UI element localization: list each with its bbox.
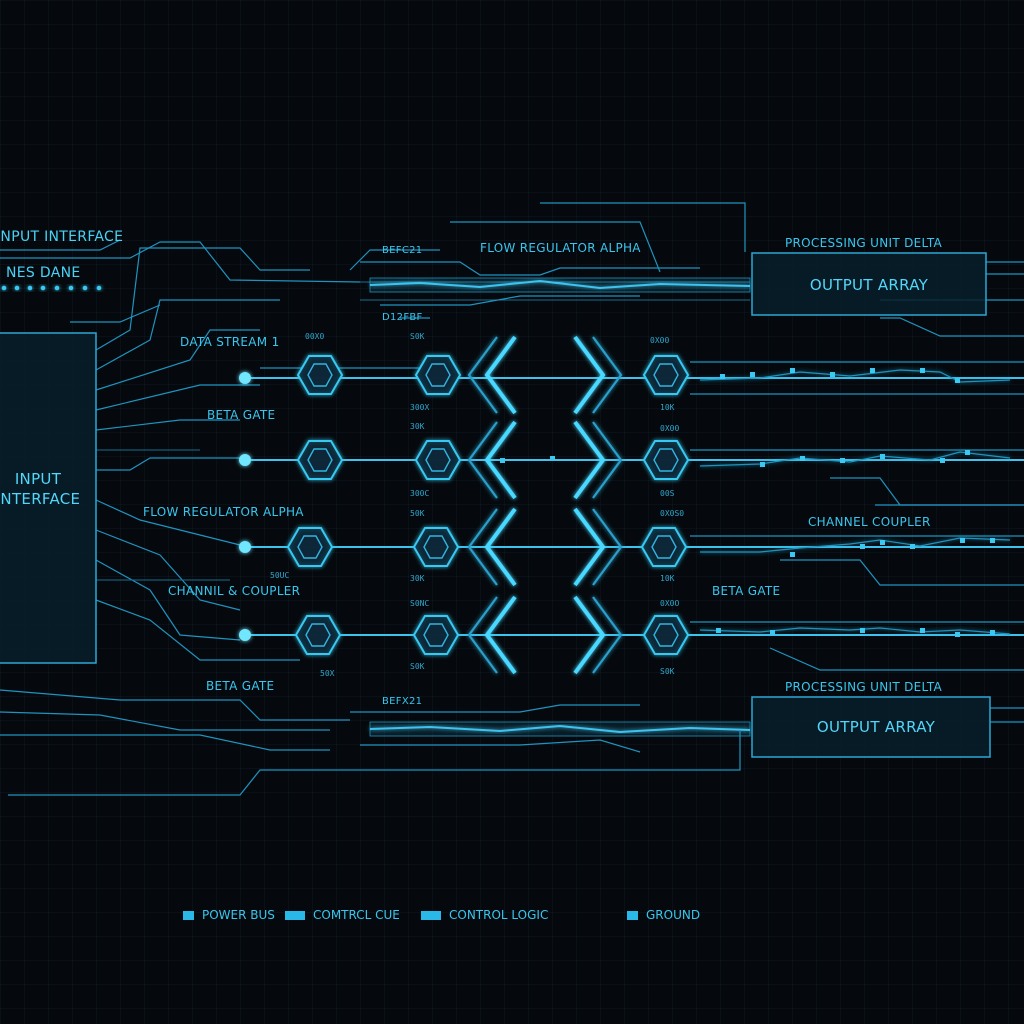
svg-text:S0K: S0K [410,332,425,341]
channel-coupler-label: CHANNIL & COUPLER [168,584,300,598]
svg-text:00S: 00S [660,489,675,498]
top-bus-strip [349,202,751,319]
hex-node [412,615,460,655]
code-label: D12FBF [382,312,423,323]
chevron-pair [467,420,623,500]
channel-coupler-label: CHANNEL COUPLER [808,515,931,529]
output-array-label: OUTPUT ARRAY [810,276,929,294]
svg-text:0X00: 0X00 [650,336,669,345]
svg-text:10K: 10K [660,574,675,583]
svg-text:00X0: 00X0 [305,332,324,341]
legend-item: GROUND [627,906,700,924]
hex-node [294,615,342,655]
svg-text:300X: 300X [410,403,429,412]
legend-swatch [285,910,305,920]
svg-text:10K: 10K [660,403,675,412]
flow-regulator-label: FLOW REGULATOR ALPHA [480,241,641,255]
output-array-box-bottom: OUTPUT ARRAY [751,696,1024,758]
bottom-bus-strip [330,704,751,771]
input-wires [0,239,361,796]
chevron-pair [467,595,623,675]
output-array-box-top: OUTPUT ARRAY [751,252,1024,316]
output-array-label: OUTPUT ARRAY [817,718,936,736]
diagram-labels: INPUT INTERFACE NES DANE DATA STREAM 1 B… [0,229,943,707]
hex-node [286,527,334,567]
lines-dane-label: NES DANE [6,265,81,281]
legend-swatch [421,910,441,920]
input-interface-box-line2: INTERFACE [0,490,80,508]
svg-text:30K: 30K [410,574,425,583]
processing-unit-label: PROCESSING UNIT DELTA [785,236,943,250]
code-label: BEFC21 [382,245,422,256]
hex-node [642,615,690,655]
hex-node [642,440,690,480]
hex-node [640,527,688,567]
chevron-pair [467,507,623,587]
legend-label: POWER BUS [202,908,275,922]
processing-unit-label: PROCESSING UNIT DELTA [785,680,943,694]
svg-text:30K: 30K [410,422,425,431]
svg-text:300C: 300C [410,489,429,498]
hex-node [414,355,462,395]
svg-text:0X00: 0X00 [660,424,679,433]
legend-label: GROUND [646,908,701,922]
dotted-signal-line [1,285,102,291]
legend-item: POWER BUS [183,906,275,924]
legend-item: COMTRCL CUE [285,906,400,924]
hex-node [296,355,344,395]
svg-text:50UC: 50UC [270,571,289,580]
svg-text:0X0O: 0X0O [660,599,679,608]
hex-node [296,440,344,480]
svg-text:50X: 50X [320,669,335,678]
legend-item: CONTROL LOGIC [421,906,548,924]
legend-swatch [183,910,194,920]
input-interface-box-line1: INPUT [15,470,62,488]
hex-node [642,355,690,395]
legend-label: CONTROL LOGIC [449,908,549,922]
hex-node [414,440,462,480]
svg-text:S0NC: S0NC [410,599,429,608]
data-stream-label: DATA STREAM 1 [180,335,280,349]
beta-gate-label: BETA GATE [206,679,274,693]
legend-swatch [627,910,638,920]
svg-text:0X0S0: 0X0S0 [660,509,684,518]
svg-text:S0K: S0K [660,667,675,676]
chevron-pair [467,335,623,415]
input-interface-box: INPUT INTERFACE [0,332,97,664]
hex-node [412,527,460,567]
code-label: BEFX21 [382,696,422,707]
legend-label: COMTRCL CUE [313,908,400,922]
flow-regulator-label: FLOW REGULATOR ALPHA [143,505,304,519]
svg-text:S0K: S0K [410,662,425,671]
input-interface-top-label: INPUT INTERFACE [0,229,123,245]
svg-text:50K: 50K [410,509,425,518]
beta-gate-label: BETA GATE [712,584,780,598]
beta-gate-label: BETA GATE [207,408,275,422]
